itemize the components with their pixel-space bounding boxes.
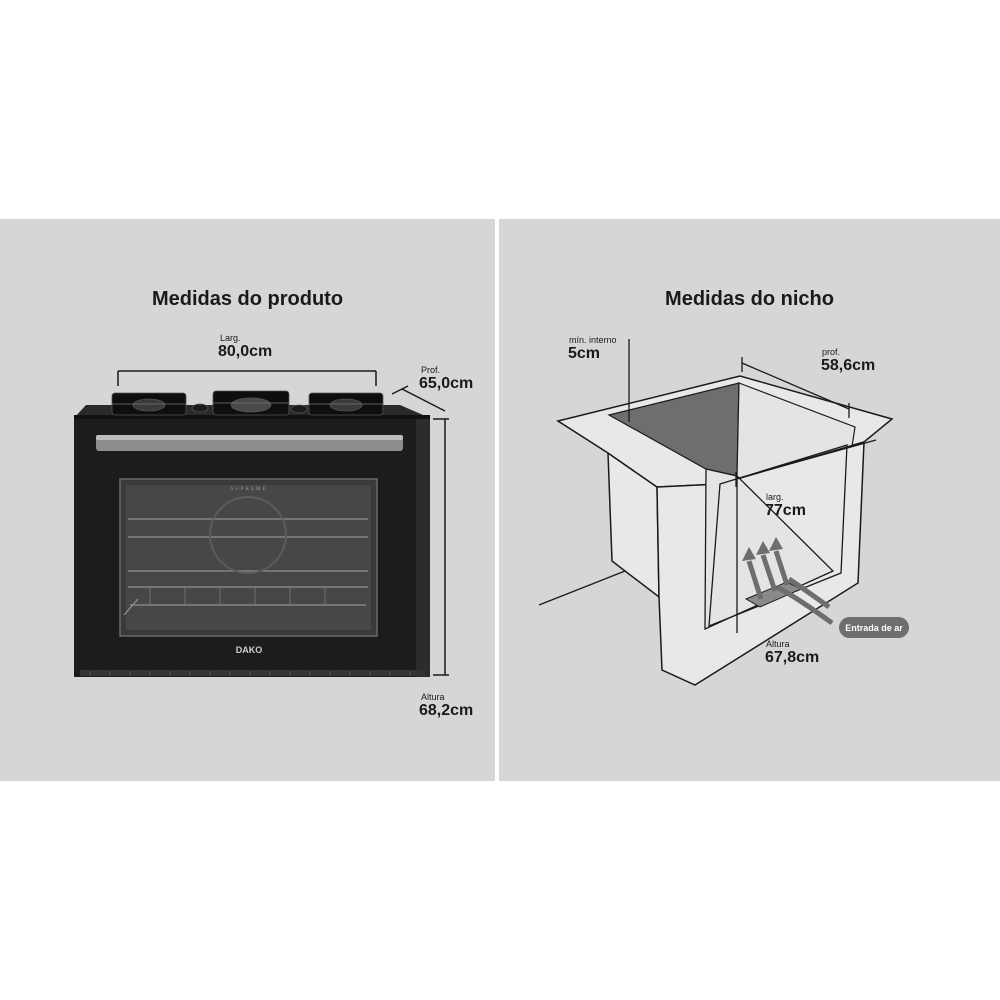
air-inlet-badge: Entrada de ar [839, 617, 909, 638]
air-arrows-icon [746, 550, 834, 626]
niche-depth-value: 58,6cm [821, 357, 876, 374]
depth-dimension-line [391, 385, 446, 412]
niche-width-value: 77cm [765, 502, 806, 519]
burner-small [191, 403, 308, 414]
burner-right [308, 392, 384, 416]
niche-title: Medidas do nicho [665, 288, 834, 310]
burner-left [111, 392, 187, 416]
product-height-value: 68,2cm [419, 702, 474, 719]
niche-min-label: mín. interno [569, 335, 617, 345]
oven-illustration: SUPREME DAKO [74, 370, 449, 677]
product-panel: Medidas do produto [0, 219, 495, 781]
niche-min-value: 5cm [568, 345, 601, 362]
floor-line [538, 570, 626, 606]
niche-height-value: 67,8cm [765, 649, 820, 666]
niche-depth-label: prof. [822, 347, 841, 357]
niche-height-label: Altura [766, 639, 790, 649]
niche-illustration [538, 339, 894, 686]
product-title: Medidas do produto [151, 288, 344, 310]
width-dimension-line [735, 439, 877, 487]
oven-vent [80, 670, 425, 676]
oven-racks [123, 518, 368, 616]
door-brand: SUPREME [230, 487, 267, 492]
niche-width-label: larg. [766, 492, 784, 502]
dako-logo: DAKO [236, 645, 263, 655]
niche-panel: Medidas do nicho [499, 219, 1000, 781]
product-depth-value: 65,0cm [419, 375, 474, 392]
product-width-value: 80,0cm [218, 343, 273, 360]
height-dimension-line [433, 418, 449, 676]
depth-dimension-line [741, 357, 850, 418]
burner-center [212, 390, 290, 416]
product-width-label: Larg. [220, 333, 241, 343]
product-depth-label: Prof. [421, 365, 441, 375]
product-height-label: Altura [421, 692, 445, 702]
width-dimension-line [117, 370, 377, 386]
